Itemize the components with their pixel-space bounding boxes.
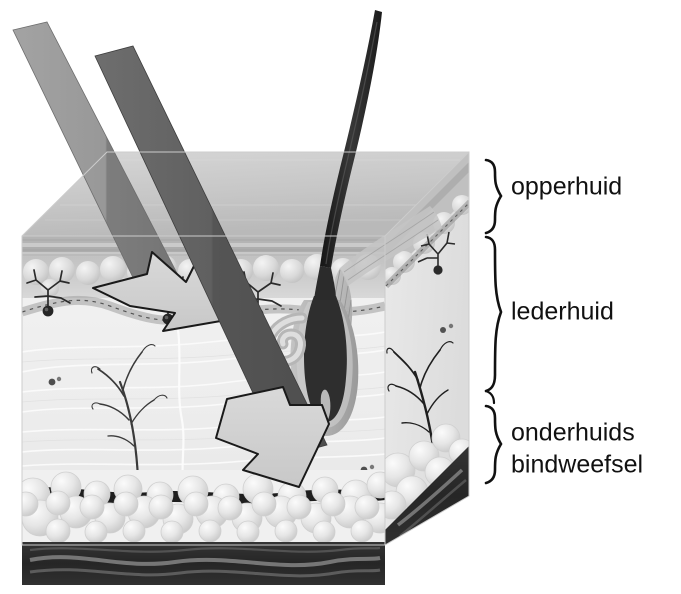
label-opperhuid: opperhuid — [511, 173, 622, 201]
brace-lederhuid — [484, 235, 503, 405]
subcutaneous-fat-layer — [22, 470, 385, 545]
sebaceous-gland — [263, 312, 308, 367]
fat-cells — [22, 471, 385, 544]
muscle-layer — [22, 542, 385, 585]
brace-onderhuids-bindweefsel — [484, 404, 503, 485]
melanocyte-side — [417, 231, 456, 268]
brace-opperhuid — [484, 158, 503, 235]
label-onderhuids: onderhuids — [511, 419, 635, 447]
hair-root — [304, 296, 347, 422]
uv-ray-deep[interactable] — [94, 45, 330, 488]
label-lederhuid: lederhuid — [511, 298, 614, 326]
uv-ray-shallow-beam[interactable] — [13, 22, 181, 292]
hair-follicle-complex — [263, 10, 442, 436]
sweat-gland-duct — [176, 328, 186, 492]
label-bindweefsel: bindweefsel — [511, 451, 643, 479]
blood-vessel-left — [90, 344, 168, 480]
melanocyte-side-nucleus — [433, 265, 443, 275]
uv-ray-deep-beam[interactable] — [95, 46, 327, 457]
uv-ray-deep-arrowhead[interactable] — [215, 386, 330, 488]
block-outline — [21, 151, 470, 546]
